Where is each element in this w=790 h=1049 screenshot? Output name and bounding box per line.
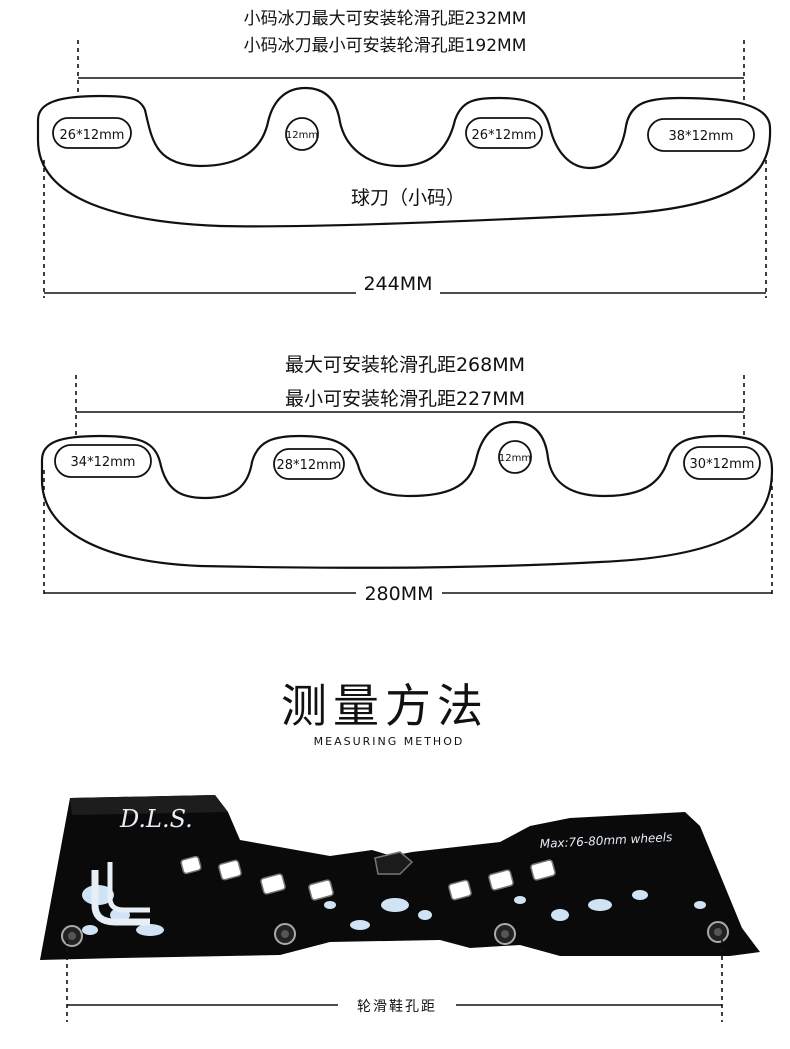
photo-measure-label: 轮滑鞋孔距	[357, 998, 437, 1015]
large-hole-4	[683, 446, 761, 480]
small-hole-2-label: 12mm	[286, 130, 318, 141]
large-hole-1-label: 34*12mm	[71, 455, 136, 470]
large-hole-3-label: 12mm	[499, 453, 531, 464]
frame-top-edge	[70, 795, 228, 815]
small-min-spacing-text: 小码冰刀最小可安装轮滑孔距192MM	[244, 36, 527, 56]
small-hole-3-label: 26*12mm	[472, 128, 537, 143]
frame-wheel-text: Max:76-80mm wheels	[539, 830, 672, 851]
method-title: 测量方法	[281, 679, 489, 733]
large-hole-2	[273, 448, 345, 480]
large-hole-4-label: 30*12mm	[690, 457, 755, 472]
small-hole-4-label: 38*12mm	[669, 129, 734, 144]
small-length-text: 244MM	[363, 273, 432, 295]
logo-u-mark	[91, 870, 150, 926]
large-frame-outline	[40, 420, 774, 569]
frame-brand-logo: D.L.S.	[119, 805, 193, 833]
frame-cutouts	[180, 855, 556, 901]
small-frame-outline	[36, 86, 772, 228]
method-subtitle: MEASURING METHOD	[314, 735, 465, 748]
frame-body	[40, 795, 760, 960]
small-hole-1	[52, 117, 132, 149]
small-max-spacing-text: 小码冰刀最大可安装轮滑孔距232MM	[244, 9, 527, 29]
small-hole-1-label: 26*12mm	[60, 128, 125, 143]
large-hole-1	[54, 444, 152, 478]
small-frame-name: 球刀（小码）	[351, 187, 465, 209]
frame-photo: D.L.S. Max:76-80mm wheels	[40, 795, 760, 960]
small-hole-2	[285, 117, 319, 151]
small-hole-3	[465, 117, 543, 149]
large-length-text: 280MM	[364, 583, 433, 605]
small-hole-4	[647, 118, 755, 152]
large-max-spacing-text: 最大可安装轮滑孔距268MM	[285, 354, 525, 376]
large-min-spacing-text: 最小可安装轮滑孔距227MM	[285, 388, 525, 410]
splatter-pattern	[82, 885, 706, 936]
axle-holes	[61, 851, 729, 947]
logo-u-mark-inner	[107, 862, 150, 913]
large-hole-3	[498, 440, 532, 474]
large-hole-2-label: 28*12mm	[277, 458, 342, 473]
